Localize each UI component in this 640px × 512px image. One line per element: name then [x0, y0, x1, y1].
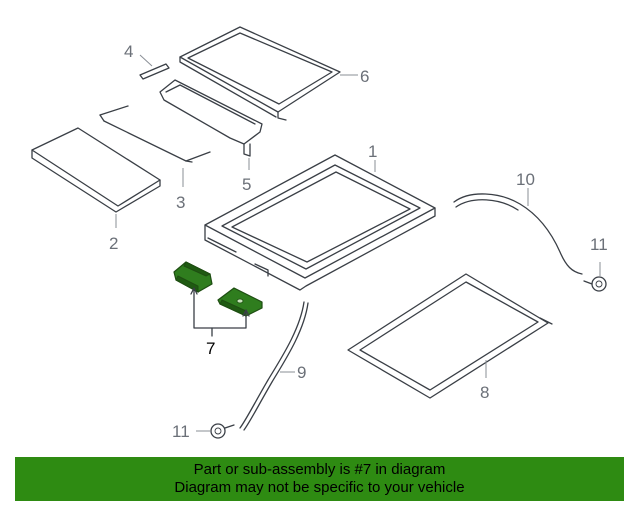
- callout-8: 8: [480, 383, 489, 402]
- callout-3: 3: [176, 193, 185, 212]
- leader-7-bracket: [193, 287, 247, 329]
- leader-4: [139, 54, 153, 67]
- part-7-bracket-right: [217, 287, 263, 317]
- callout-9: 9: [297, 363, 306, 382]
- leader-7-arrow-right: [242, 309, 250, 317]
- part-10-drain-hose: [453, 193, 583, 275]
- part-11-bolt-left: [210, 423, 235, 439]
- part-3-seal: [99, 105, 211, 163]
- part-6-panel: [179, 26, 341, 121]
- part-8-sunshade: [347, 273, 553, 399]
- banner-line-1: Part or sub-assembly is #7 in diagram: [193, 461, 446, 478]
- part-7-bracket-left: [173, 261, 213, 293]
- callout-5: 5: [242, 175, 251, 194]
- callout-1: 1: [368, 142, 377, 161]
- callout-11-left: 11: [172, 422, 190, 441]
- info-banner: Part or sub-assembly is #7 in diagram Di…: [15, 457, 624, 501]
- part-5-deflector: [159, 79, 263, 157]
- part-1-frame: [204, 154, 436, 291]
- callout-11-right: 11: [590, 235, 608, 254]
- callout-10: 10: [516, 170, 535, 189]
- part-2-glass: [31, 127, 161, 213]
- callout-7: 7: [206, 339, 215, 358]
- banner-line-2: Diagram may not be specific to your vehi…: [174, 479, 465, 496]
- part-11-bolt-right: [583, 276, 607, 292]
- leader-7-arrow-left: [190, 287, 198, 295]
- part-9-drain-hose: [239, 301, 309, 431]
- callout-6: 6: [360, 67, 369, 86]
- part-4-strip: [139, 63, 170, 80]
- callout-2: 2: [109, 234, 118, 253]
- callout-4: 4: [124, 42, 133, 61]
